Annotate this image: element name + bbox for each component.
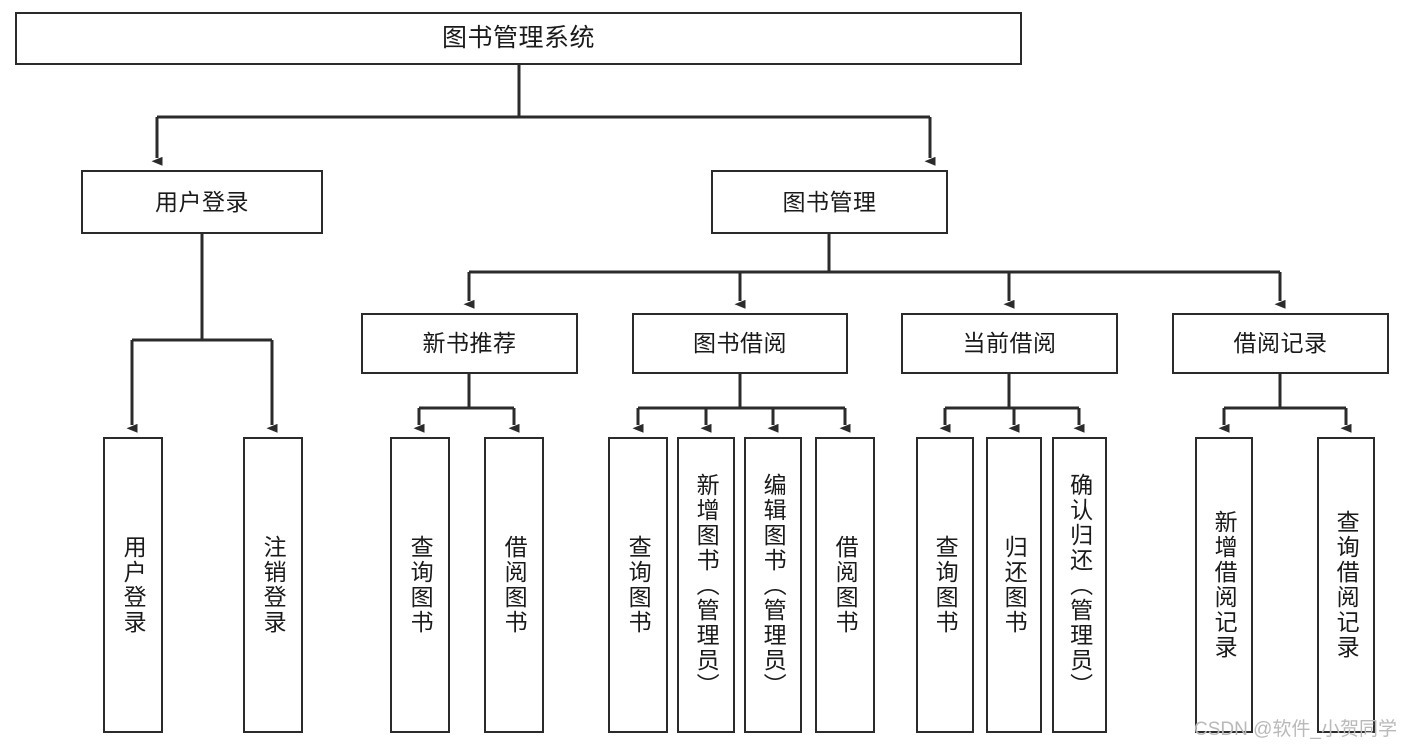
node-current-borrow[interactable]: 当前借阅 <box>901 313 1118 374</box>
node-label: 新增借阅记录 <box>1211 510 1238 660</box>
leaf-logout[interactable]: 注销登录 <box>243 437 303 733</box>
leaf-borrow-book-recommend[interactable]: 借阅图书 <box>484 437 544 733</box>
leaf-borrow-book[interactable]: 借阅图书 <box>815 437 875 733</box>
node-label: 借阅图书 <box>832 535 859 635</box>
node-label: 用户登录 <box>120 535 147 635</box>
node-root-system[interactable]: 图书管理系统 <box>15 12 1022 65</box>
node-label: 查询图书 <box>407 535 434 635</box>
node-label: 新书推荐 <box>422 330 517 357</box>
node-label: 查询图书 <box>932 535 959 635</box>
node-book-borrow[interactable]: 图书借阅 <box>632 313 848 374</box>
leaf-user-login[interactable]: 用户登录 <box>103 437 163 733</box>
node-label: 查询图书 <box>625 535 652 635</box>
node-label: 确认归还（管理员） <box>1066 472 1093 698</box>
node-label: 图书管理 <box>782 188 877 215</box>
node-label: 归还图书 <box>1001 535 1028 635</box>
leaf-query-book-borrow[interactable]: 查询图书 <box>608 437 668 733</box>
node-label: 借阅图书 <box>501 535 528 635</box>
leaf-query-book-current[interactable]: 查询图书 <box>916 437 974 733</box>
csdn-watermark: CSDN @软件_小贺同学 <box>1194 719 1397 740</box>
node-label: 编辑图书（管理员） <box>760 472 787 698</box>
node-new-book-recommend[interactable]: 新书推荐 <box>361 313 578 374</box>
leaf-confirm-return-admin[interactable]: 确认归还（管理员） <box>1052 437 1107 733</box>
node-label: 借阅记录 <box>1233 330 1328 357</box>
node-label: 当前借阅 <box>962 330 1057 357</box>
node-user-login[interactable]: 用户登录 <box>81 170 323 234</box>
node-label: 查询借阅记录 <box>1333 510 1360 660</box>
node-book-management[interactable]: 图书管理 <box>711 170 948 234</box>
node-label: 新增图书（管理员） <box>693 472 720 698</box>
leaf-edit-book-admin[interactable]: 编辑图书（管理员） <box>744 437 802 733</box>
leaf-add-book-admin[interactable]: 新增图书（管理员） <box>677 437 735 733</box>
node-label: 图书管理系统 <box>441 24 595 53</box>
node-label: 图书借阅 <box>693 330 787 357</box>
leaf-query-borrow-record[interactable]: 查询借阅记录 <box>1317 437 1375 733</box>
node-borrow-records[interactable]: 借阅记录 <box>1172 313 1389 374</box>
node-label: 用户登录 <box>155 188 249 215</box>
leaf-add-borrow-record[interactable]: 新增借阅记录 <box>1195 437 1253 733</box>
node-label: 注销登录 <box>260 535 287 635</box>
leaf-return-book[interactable]: 归还图书 <box>986 437 1042 733</box>
leaf-query-book-recommend[interactable]: 查询图书 <box>390 437 450 733</box>
